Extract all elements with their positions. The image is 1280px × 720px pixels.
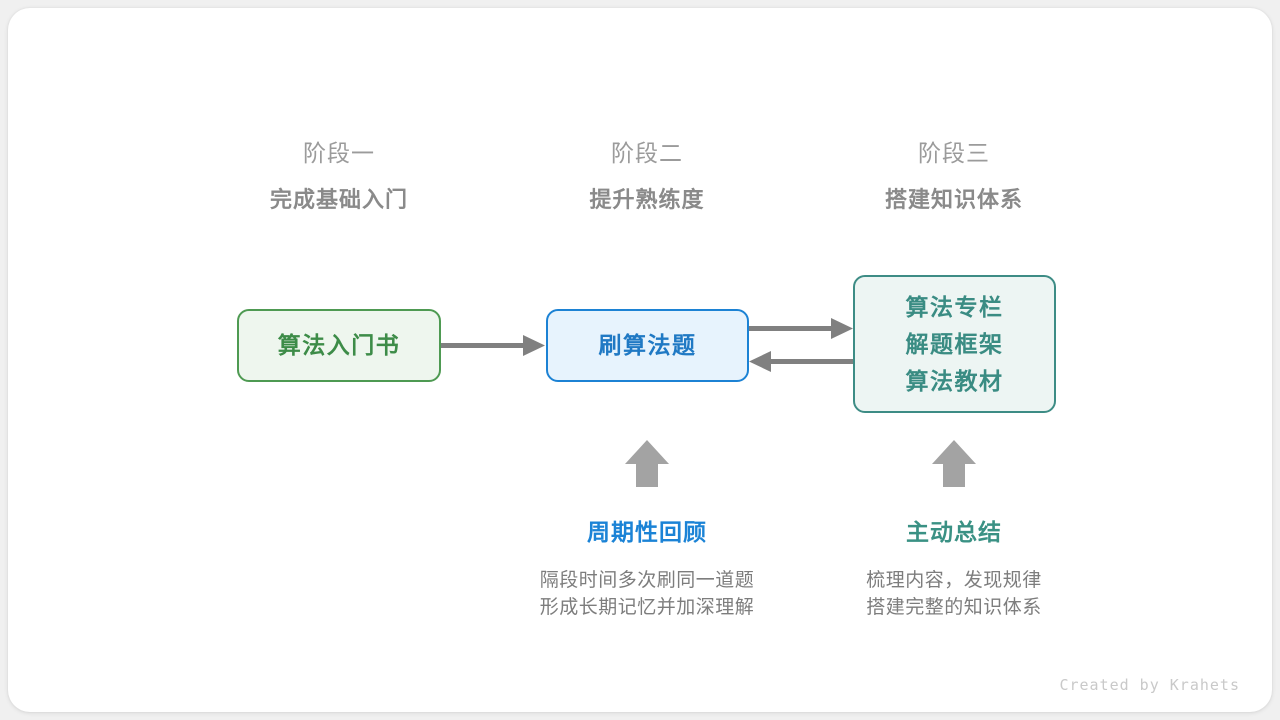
annotation-summary-desc-line-1: 梳理内容，发现规律 — [866, 570, 1042, 591]
node-resources-line-3: 算法教材 — [905, 367, 1004, 394]
annotation-review-description: 隔段时间多次刷同一道题 形成长期记忆并加深理解 — [497, 567, 797, 621]
annotation-review-title: 周期性回顾 — [587, 519, 707, 545]
stage-title-3: 搭建知识体系 — [884, 187, 1023, 212]
node-practice-problems[interactable]: 刷算法题 — [546, 309, 749, 382]
stage-name-1: 阶段一 — [303, 140, 375, 166]
arrow-up-to-practice — [625, 440, 669, 487]
node-practice-label: 刷算法题 — [598, 332, 697, 358]
node-knowledge-resources[interactable]: 算法专栏 解题框架 算法教材 — [853, 275, 1056, 413]
arrow-up-to-resources — [932, 440, 976, 487]
annotation-periodic-review: 周期性回顾 隔段时间多次刷同一道题 形成长期记忆并加深理解 — [497, 517, 797, 621]
footer-credit: Created by Krahets — [1059, 676, 1240, 694]
arrow-resources-to-practice — [749, 351, 853, 372]
annotation-summary-description: 梳理内容，发现规律 搭建完整的知识体系 — [804, 567, 1104, 621]
node-resources-line-1: 算法专栏 — [905, 293, 1004, 320]
node-algorithm-intro-book[interactable]: 算法入门书 — [237, 309, 441, 382]
stage-header-1: 阶段一 完成基础入门 — [209, 138, 469, 215]
node-book-label: 算法入门书 — [277, 332, 401, 358]
diagram-canvas: 阶段一 完成基础入门 阶段二 提升熟练度 阶段三 搭建知识体系 算法入门书 刷算… — [8, 8, 1272, 712]
stage-name-2: 阶段二 — [611, 140, 683, 166]
annotation-summary-title: 主动总结 — [906, 519, 1002, 545]
arrow-book-to-practice — [441, 335, 545, 356]
annotation-summary-desc-line-2: 搭建完整的知识体系 — [866, 597, 1042, 618]
annotation-review-desc-line-2: 形成长期记忆并加深理解 — [539, 597, 755, 618]
stage-header-3: 阶段三 搭建知识体系 — [824, 138, 1084, 215]
stage-title-1: 完成基础入门 — [269, 187, 408, 212]
stage-header-2: 阶段二 提升熟练度 — [517, 138, 777, 215]
stage-title-2: 提升熟练度 — [589, 187, 705, 212]
arrow-practice-to-resources — [749, 318, 853, 339]
annotation-active-summary: 主动总结 梳理内容，发现规律 搭建完整的知识体系 — [804, 517, 1104, 621]
node-resources-line-2: 解题框架 — [905, 330, 1004, 357]
stage-name-3: 阶段三 — [918, 140, 990, 166]
annotation-review-desc-line-1: 隔段时间多次刷同一道题 — [539, 570, 755, 591]
